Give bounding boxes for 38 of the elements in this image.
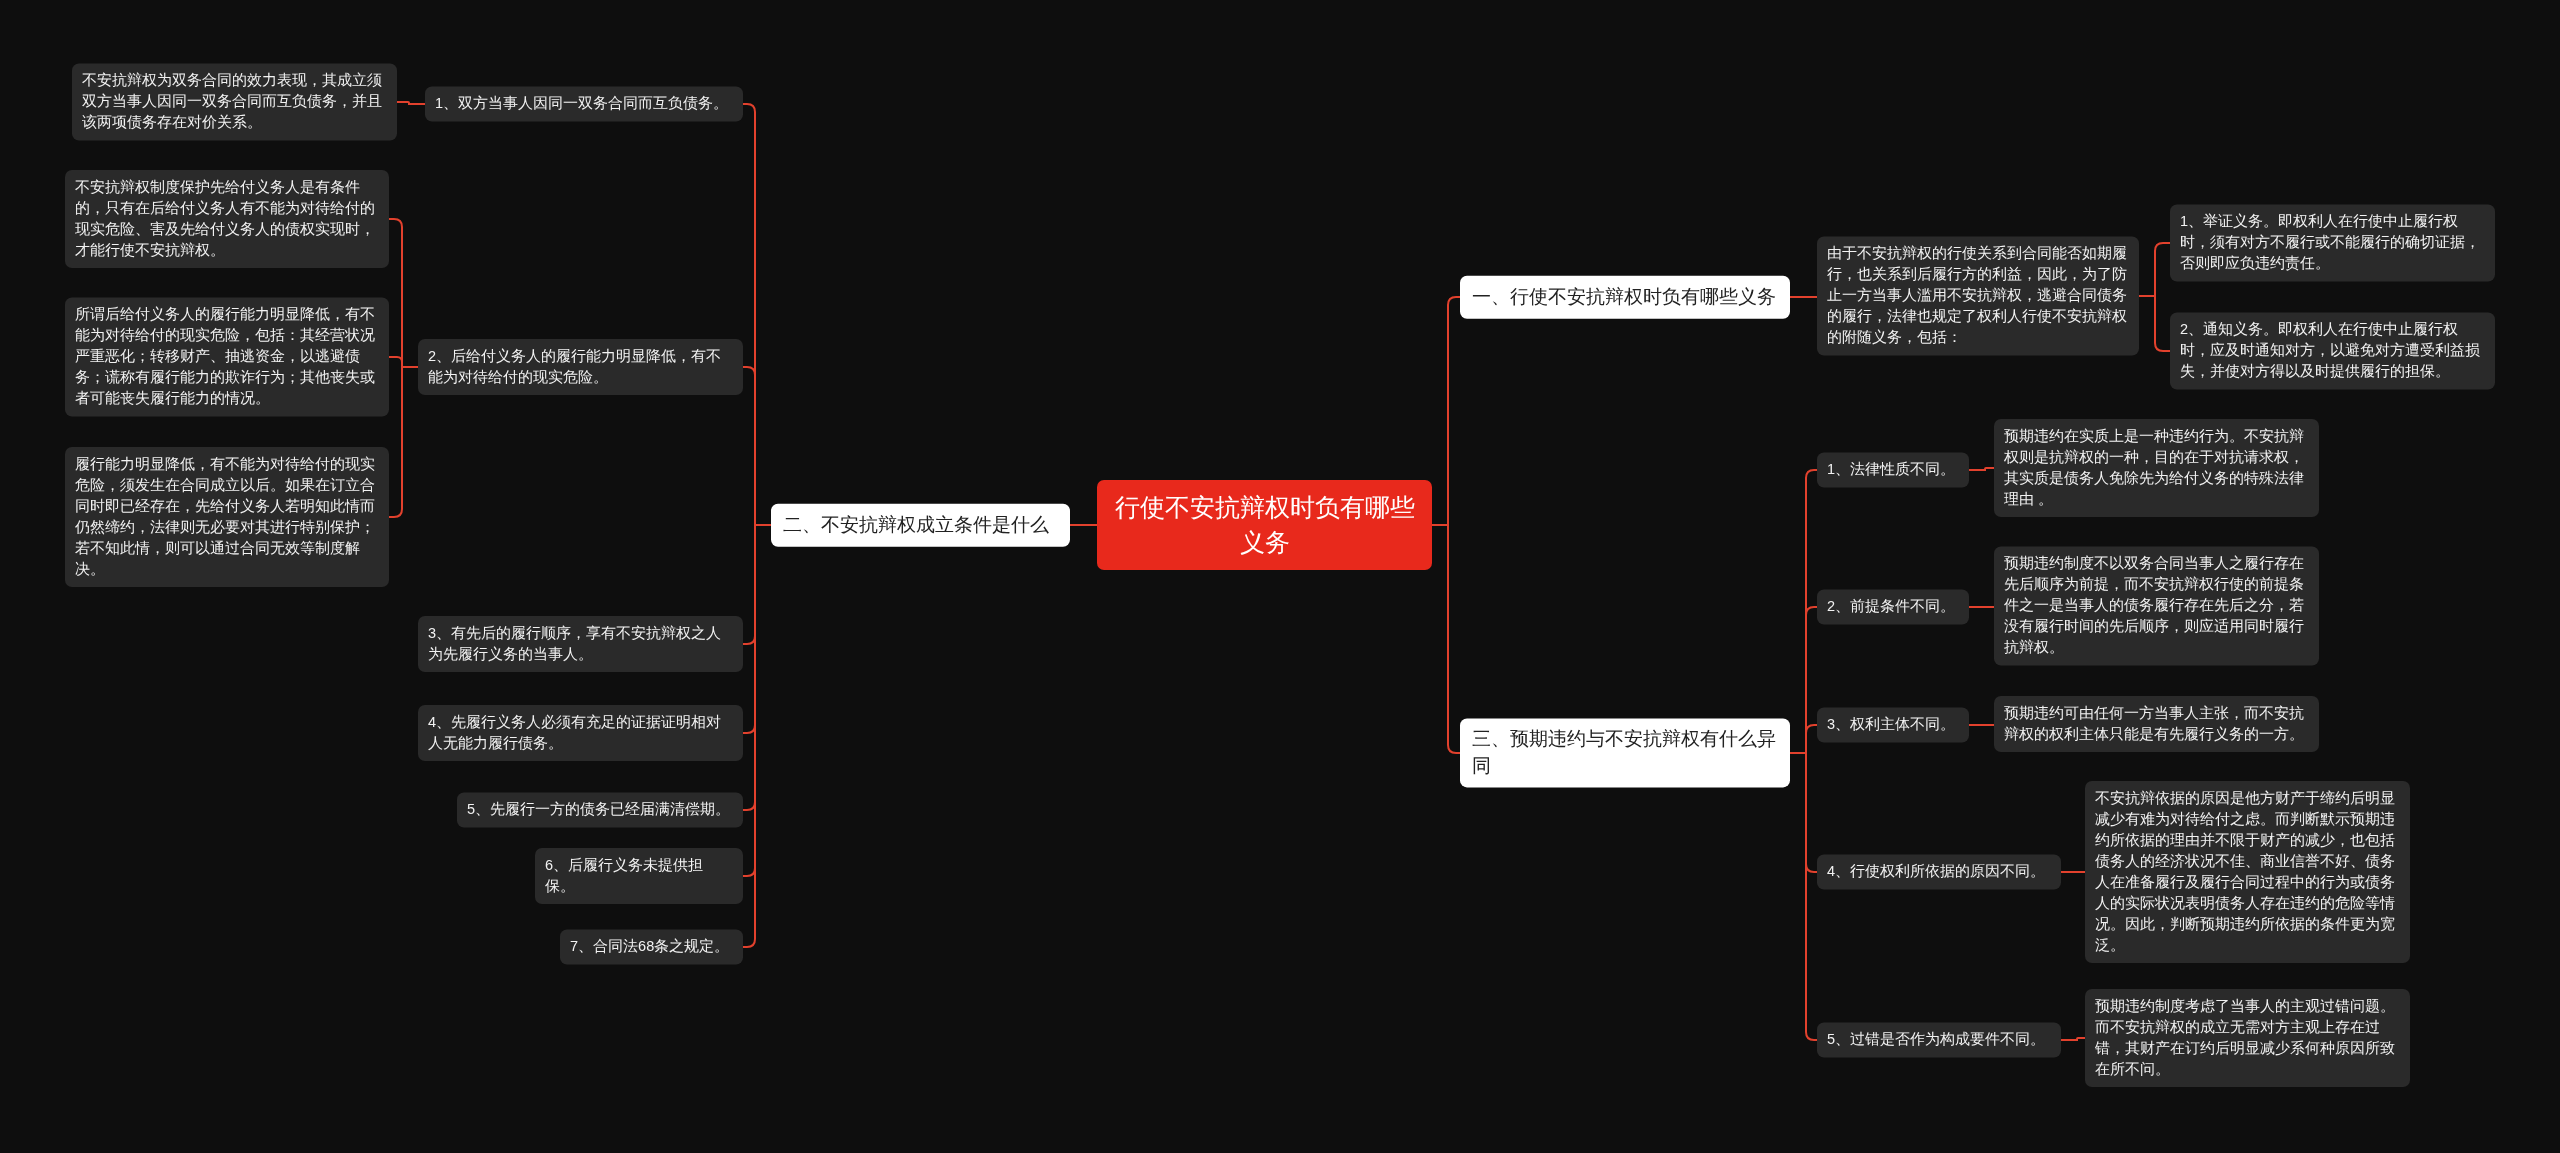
connector-line (1968, 606, 1995, 608)
subtopic-box: 预期违约制度考虑了当事人的主观过错问题。而不安抗辩权的成立无需对方主观上存在过错，其财产在订约后明显减少系何种原因所致在所不问。 (2085, 988, 2410, 1088)
connector-line (1789, 752, 1818, 1041)
subtopic-box: 4、行使权利所依据的原因不同。 (1817, 854, 2061, 890)
subtopic-box: 2、通知义务。即权利人在行使中止履行权时，应及时通知对方，以避免对方遭受利益损失，并使对方得以及时提供履行的担保。 (2170, 312, 2495, 390)
subtopic-box: 由于不安抗辩权的行使关系到合同能否如期履行，也关系到后履行方的利益，因此，为了防止一方当事人滥用不安抗辩权，逃避合同债务的履行，法律也规定了权利人行使不安抗辩权的附随义务，包括： (1817, 236, 2139, 356)
connector-line (396, 101, 426, 105)
subtopic-box: 2、前提条件不同。 (1817, 589, 1969, 625)
subtopic-box: 4、先履行义务人必须有充足的证据证明相对人无能力履行债务。 (418, 705, 743, 761)
connector-line (1069, 524, 1098, 526)
subtopic-box: 预期违约制度不以双务合同当事人之履行存在先后顺序为前提，而不安抗辩权行使的前提条件之一是当事人的债务履行存在先后之分，若没有履行时间的先后顺序，则应适用同时履行抗辩权。 (1994, 546, 2319, 666)
subtopic-box: 3、权利主体不同。 (1817, 707, 1969, 743)
subtopic-box: 预期违约在实质上是一种违约行为。不安抗辩权则是抗辩权的一种，目的在于对抗请求权，其实质是债务人免除先为给付义务的特殊法律理由 。 (1994, 418, 2319, 518)
branch-topic-box: 二、不安抗辩权成立条件是什么 (771, 503, 1070, 547)
central-topic-box: 行使不安抗辩权时负有哪些义务 (1097, 480, 1432, 570)
subtopic-box: 2、后给付义务人的履行能力明显降低，有不能为对待给付的现实危险。 (418, 339, 743, 395)
subtopic-box: 所谓后给付义务人的履行能力明显降低，有不能为对待给付的现实危险，包括：其经营状况严重恶化；转移财产、抽逃资金，以逃避债务；谎称有履行能力的欺诈行为；其他丧失或者可能丧失履行能力的情况。 (65, 297, 389, 417)
connector-line (1968, 724, 1995, 726)
subtopic-box: 7、合同法68条之规定。 (560, 929, 743, 965)
subtopic-box: 3、有先后的履行顺序，享有不安抗辩权之人为先履行义务的当事人。 (418, 616, 743, 672)
subtopic-box: 1、双方当事人因同一双务合同而互负债务。 (425, 86, 743, 122)
connector-line (2060, 871, 2086, 873)
subtopic-box: 不安抗辩依据的原因是他方财产于缔约后明显减少有难为对待给付之虑。而判断默示预期违约所依据的理由并不限于财产的减少，也包括债务人的经济状况不佳、商业信誉不好、债务人在准备履行及履行合同过程中的行为或债务人的实际状况表明债务人存在违约的危险等情况。因此，判断预期违约所依据的条件更为宽泛。 (2085, 780, 2410, 964)
subtopic-box: 履行能力明显降低，有不能为对待给付的现实危险，须发生在合同成立以后。如果在订立合同时即已经存在，先给付义务人若明知此情而仍然缔约，法律则无必要对其进行特别保护；若不知此情，则可以通过合同无效等制度解决。 (65, 446, 389, 588)
subtopic-box: 1、举证义务。即权利人在行使中止履行权时，须有对方不履行或不能履行的确切证据，否则即应负违约责任。 (2170, 204, 2495, 282)
connector-line (2060, 1037, 2086, 1041)
subtopic-box: 5、过错是否作为构成要件不同。 (1817, 1022, 2061, 1058)
connector-line (1789, 296, 1818, 298)
branch-topic-box: 一、行使不安抗辩权时负有哪些义务 (1460, 275, 1790, 319)
branch-topic-box: 三、预期违约与不安抗辩权有什么异同 (1460, 718, 1790, 788)
subtopic-box: 预期违约可由任何一方当事人主张，而不安抗辩权的权利主体只能是有先履行义务的一方。 (1994, 696, 2319, 752)
subtopic-box: 1、法律性质不同。 (1817, 452, 1969, 488)
subtopic-box: 不安抗辩权为双务合同的效力表现，其成立须双方当事人因同一双务合同而互负债务，并且该两项债务存在对价关系。 (72, 63, 397, 141)
connector-line (1968, 467, 1995, 471)
subtopic-box: 5、先履行一方的债务已经届满清偿期。 (457, 792, 743, 828)
connector-line (1431, 524, 1461, 754)
subtopic-box: 6、后履行义务未提供担保。 (535, 848, 743, 904)
subtopic-box: 不安抗辩权制度保护先给付义务人是有条件的，只有在后给付义务人有不能为对待给付的现实危险、害及先给付义务人的债权实现时，才能行使不安抗辩权。 (65, 169, 389, 269)
